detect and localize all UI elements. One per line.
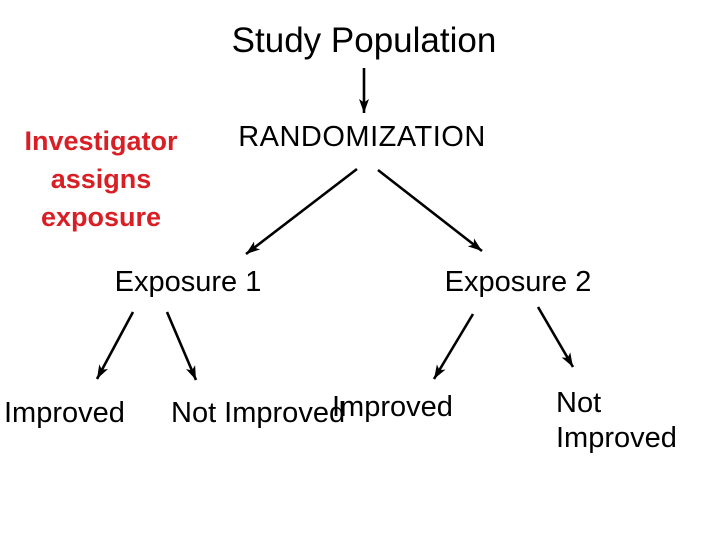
annotation-line-3: exposure: [40, 202, 162, 232]
outcome-exposure2-not-improved-line-1: Not: [556, 387, 602, 419]
arrow-exposure1-to-not-improved: [165, 311, 198, 381]
node-randomization: RANDOMIZATION: [238, 121, 486, 153]
node-exposure-2: Exposure 2: [444, 266, 592, 298]
annotation-line-1: Investigator: [24, 126, 178, 156]
arrow-randomization-to-exposure2: [377, 168, 483, 253]
outcome-exposure2-not-improved-line-2: Improved: [556, 422, 677, 454]
arrow-randomization-to-exposure1: [245, 167, 358, 256]
arrow-exposure2-to-improved: [432, 313, 475, 380]
annotation-line-2: assigns: [50, 164, 152, 194]
outcome-exposure2-not-improved: Not Improved: [556, 386, 677, 456]
annotation-investigator-assigns-exposure: Investigator assigns exposure: [24, 122, 177, 236]
slide-title: Study Population: [231, 21, 497, 60]
outcome-exposure1-not-improved: Not Improved: [171, 397, 346, 429]
outcome-exposure2-improved: Improved: [332, 391, 453, 423]
outcome-exposure1-improved: Improved: [4, 397, 125, 429]
arrow-exposure1-to-improved: [95, 311, 135, 380]
arrow-exposure2-to-not-improved: [536, 306, 575, 368]
node-exposure-1: Exposure 1: [114, 266, 262, 298]
